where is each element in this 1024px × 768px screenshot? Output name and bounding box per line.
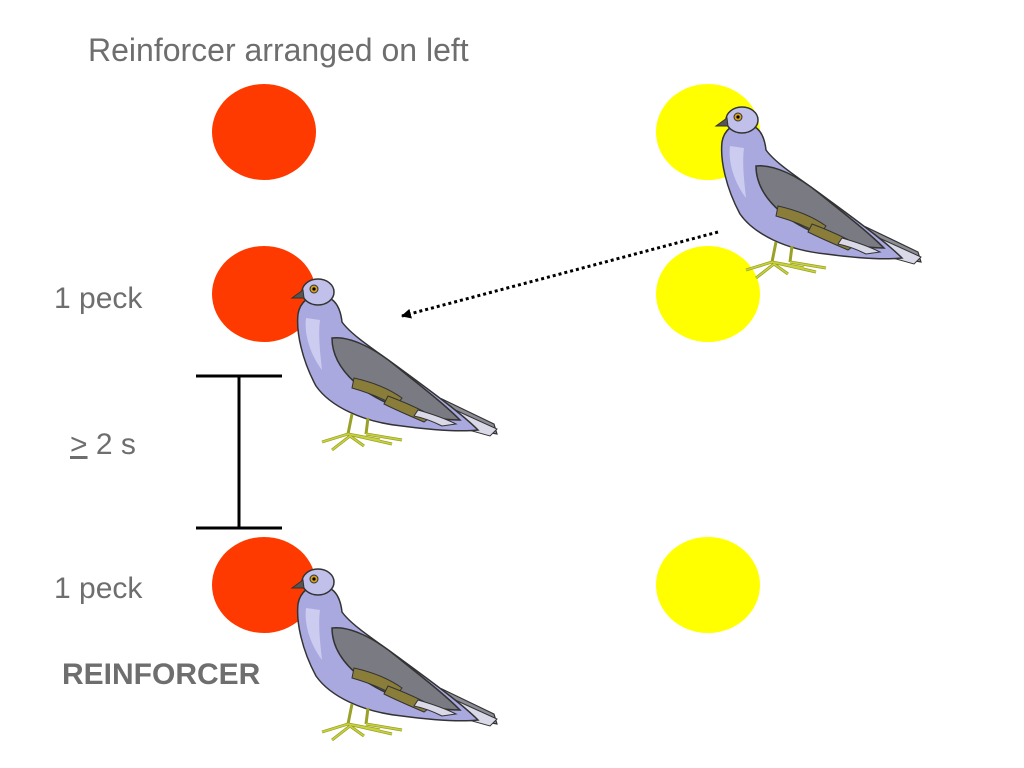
pigeon-icon [290,567,499,742]
changeover-arrow [401,230,719,319]
left-key-middle [212,246,316,342]
left-key-top [212,84,316,180]
right-key-bottom [656,537,760,633]
left-key-bottom [212,537,316,633]
second-peck-label: 1 peck [54,572,143,605]
interval-value: 2 s [95,428,136,461]
interval-label: > 2 s [70,428,136,462]
reinforcer-label: REINFORCER [62,658,261,691]
pigeon-icon [290,277,499,452]
right-key-middle [656,246,760,342]
interval-bracket [196,374,282,530]
slide-title: Reinforcer arranged on left [88,32,469,68]
pigeon-icon [714,105,923,280]
interval-symbol: > [70,428,88,461]
first-peck-label: 1 peck [54,282,143,315]
